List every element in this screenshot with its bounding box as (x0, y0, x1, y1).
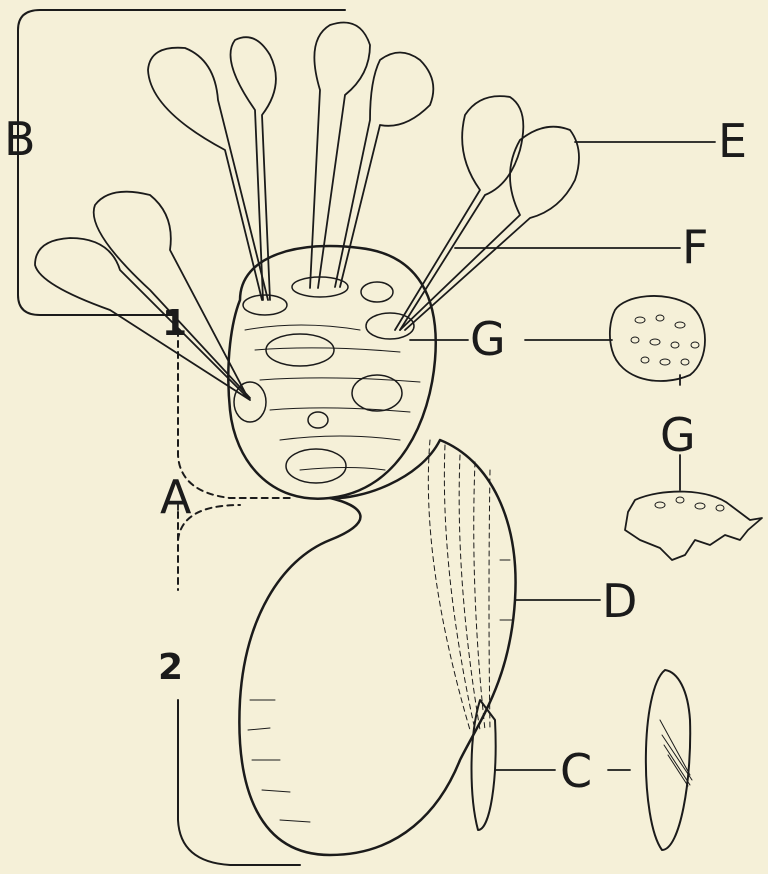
label-e: E (718, 118, 747, 164)
pore-plate-side-dots (655, 497, 724, 511)
opening-c-body (472, 700, 496, 830)
upper-body (228, 246, 435, 499)
opening-c-detail (646, 670, 690, 850)
label-b: B (4, 116, 36, 162)
label-g-detail: G (660, 412, 696, 458)
pore-plate-side (625, 492, 762, 560)
label-1: 1 (162, 306, 187, 342)
label-g-main: G (470, 316, 506, 362)
pore-plate-dots (631, 315, 699, 365)
opening-c-detail-fibers (660, 720, 692, 786)
label-d: D (602, 578, 637, 624)
label-f: F (682, 224, 708, 270)
label-c: C (560, 748, 592, 794)
pore-plate-top (610, 296, 705, 381)
label-a: A (160, 474, 191, 520)
label-2: 2 (158, 650, 183, 686)
